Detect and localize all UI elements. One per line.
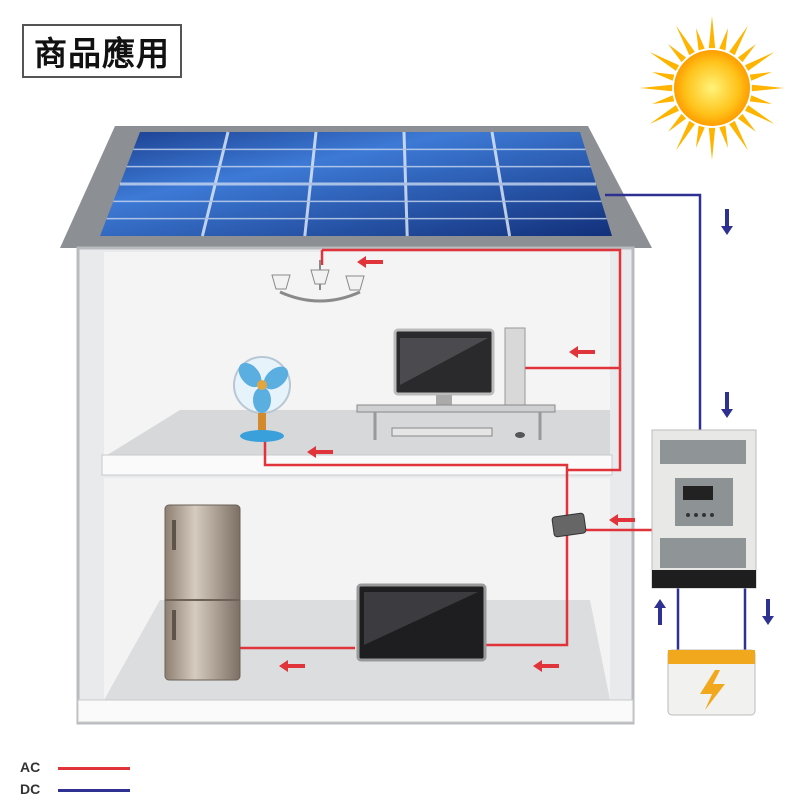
arrow-left-icon	[307, 446, 333, 458]
arrow-left-icon	[279, 660, 305, 672]
legend-dc-line	[58, 789, 130, 792]
tv-icon	[356, 583, 487, 662]
sun-icon	[640, 16, 784, 160]
legend-ac-label: AC	[20, 759, 41, 775]
arrow-down-icon	[721, 209, 733, 235]
ac-wiring	[240, 248, 655, 650]
arrow-left-icon	[569, 346, 595, 358]
arrow-left-icon	[533, 660, 559, 672]
junction-box-icon	[551, 512, 587, 538]
house	[76, 246, 635, 725]
arrow-down-icon	[721, 392, 733, 418]
inverter-icon	[651, 429, 757, 589]
arrow-left-icon	[357, 256, 383, 268]
page-title: 商品應用	[22, 24, 182, 78]
computer-icon	[356, 327, 556, 440]
arrow-down-icon	[762, 599, 774, 625]
refrigerator-icon	[164, 504, 241, 681]
legend-dc-label: DC	[20, 781, 41, 797]
legend-ac-line	[58, 767, 130, 770]
fan-icon	[233, 356, 291, 442]
arrow-left-icon	[609, 514, 635, 526]
arrow-up-icon	[654, 599, 666, 625]
roof	[60, 126, 652, 248]
battery-icon	[667, 649, 756, 716]
dc-wiring	[605, 193, 747, 650]
chandelier-icon	[271, 260, 365, 303]
